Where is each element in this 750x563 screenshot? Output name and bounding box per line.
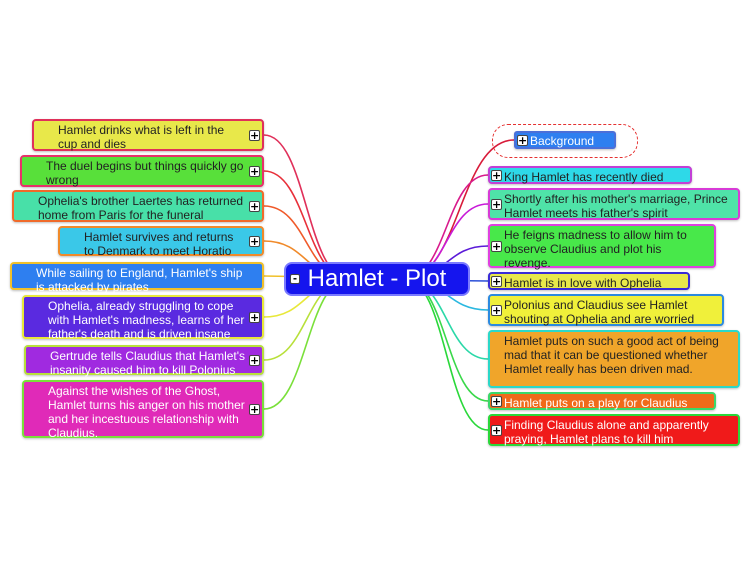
right-connector xyxy=(404,278,489,402)
expand-toggle-icon[interactable]: + xyxy=(517,134,528,147)
left-topic-label: Hamlet drinks what is left in the cup an… xyxy=(58,123,225,151)
expand-toggle-icon[interactable]: + xyxy=(491,275,502,288)
right-topic-label: Hamlet puts on a play for Claudius xyxy=(504,396,688,410)
right-topic-3[interactable]: He feigns madness to allow him to observ… xyxy=(488,224,716,270)
right-topic-label: Polonius and Claudius see Hamlet shoutin… xyxy=(504,298,695,326)
left-topic-label: The duel begins but things quickly go wr… xyxy=(46,159,244,187)
left-topic-0[interactable]: Hamlet drinks what is left in the cup an… xyxy=(32,119,264,151)
collapse-toggle[interactable]: - xyxy=(290,272,300,284)
expand-toggle-icon[interactable]: + xyxy=(249,235,260,248)
background-selection-outline xyxy=(492,124,638,158)
expand-toggle-icon[interactable]: + xyxy=(249,311,260,324)
right-topic-label: Finding Claudius alone and apparently pr… xyxy=(504,418,709,446)
expand-toggle-icon[interactable]: + xyxy=(249,200,260,213)
right-topic-label: King Hamlet has recently died xyxy=(504,170,664,184)
left-topic-label: Hamlet survives and returns to Denmark t… xyxy=(84,230,234,258)
left-topic-5[interactable]: Ophelia, already struggling to cope with… xyxy=(22,295,264,341)
right-topic-7[interactable]: Hamlet puts on a play for Claudius+ xyxy=(488,392,716,410)
right-topic-8[interactable]: Finding Claudius alone and apparently pr… xyxy=(488,414,740,446)
left-topic-2[interactable]: Ophelia's brother Laertes has returned h… xyxy=(12,190,264,222)
right-topic-2[interactable]: Shortly after his mother's marriage, Pri… xyxy=(488,188,740,220)
left-topic-label: Gertrude tells Claudius that Hamlet's in… xyxy=(50,349,246,377)
central-topic[interactable]: - Hamlet - Plot xyxy=(284,262,470,296)
left-topic-label: Ophelia's brother Laertes has returned h… xyxy=(38,194,244,222)
central-topic-title: Hamlet - Plot xyxy=(307,265,447,292)
expand-toggle-icon[interactable]: + xyxy=(249,403,260,416)
left-connector xyxy=(263,134,350,280)
expand-toggle-icon[interactable]: + xyxy=(491,424,502,437)
right-topic-1[interactable]: King Hamlet has recently died+ xyxy=(488,166,692,184)
right-topic-label: Background xyxy=(530,134,595,148)
left-topic-3[interactable]: Hamlet survives and returns to Denmark t… xyxy=(58,226,264,258)
expand-toggle-icon[interactable]: + xyxy=(491,304,502,317)
expand-toggle-icon[interactable]: + xyxy=(491,169,502,182)
right-connector xyxy=(404,278,489,431)
right-topic-0[interactable]: Background+ xyxy=(514,131,616,149)
left-topic-label: Against the wishes of the Ghost, Hamlet … xyxy=(48,384,245,440)
expand-toggle-icon[interactable]: + xyxy=(491,198,502,211)
right-topic-label: Shortly after his mother's marriage, Pri… xyxy=(504,192,728,220)
right-topic-4[interactable]: Hamlet is in love with Ophelia+ xyxy=(488,272,690,290)
expand-toggle-icon[interactable]: + xyxy=(249,129,260,142)
right-topic-label: Hamlet puts on such a good act of being … xyxy=(504,334,719,376)
left-topic-label: Ophelia, already struggling to cope with… xyxy=(48,299,245,341)
expand-toggle-icon[interactable]: + xyxy=(249,165,260,178)
right-topic-label: He feigns madness to allow him to observ… xyxy=(504,228,687,270)
right-topic-6[interactable]: Hamlet puts on such a good act of being … xyxy=(488,330,740,388)
left-topic-label: While sailing to England, Hamlet's ship … xyxy=(36,266,243,294)
expand-toggle-icon[interactable]: + xyxy=(491,240,502,253)
expand-toggle-icon[interactable]: + xyxy=(491,395,502,408)
left-topic-1[interactable]: The duel begins but things quickly go wr… xyxy=(20,155,264,187)
right-topic-label: Hamlet is in love with Ophelia xyxy=(504,276,662,290)
left-topic-4[interactable]: While sailing to England, Hamlet's ship … xyxy=(10,262,264,294)
left-topic-6[interactable]: Gertrude tells Claudius that Hamlet's in… xyxy=(24,345,264,377)
expand-toggle-icon[interactable]: + xyxy=(249,354,260,367)
left-topic-7[interactable]: Against the wishes of the Ghost, Hamlet … xyxy=(22,380,264,440)
right-topic-5[interactable]: Polonius and Claudius see Hamlet shoutin… xyxy=(488,294,724,326)
